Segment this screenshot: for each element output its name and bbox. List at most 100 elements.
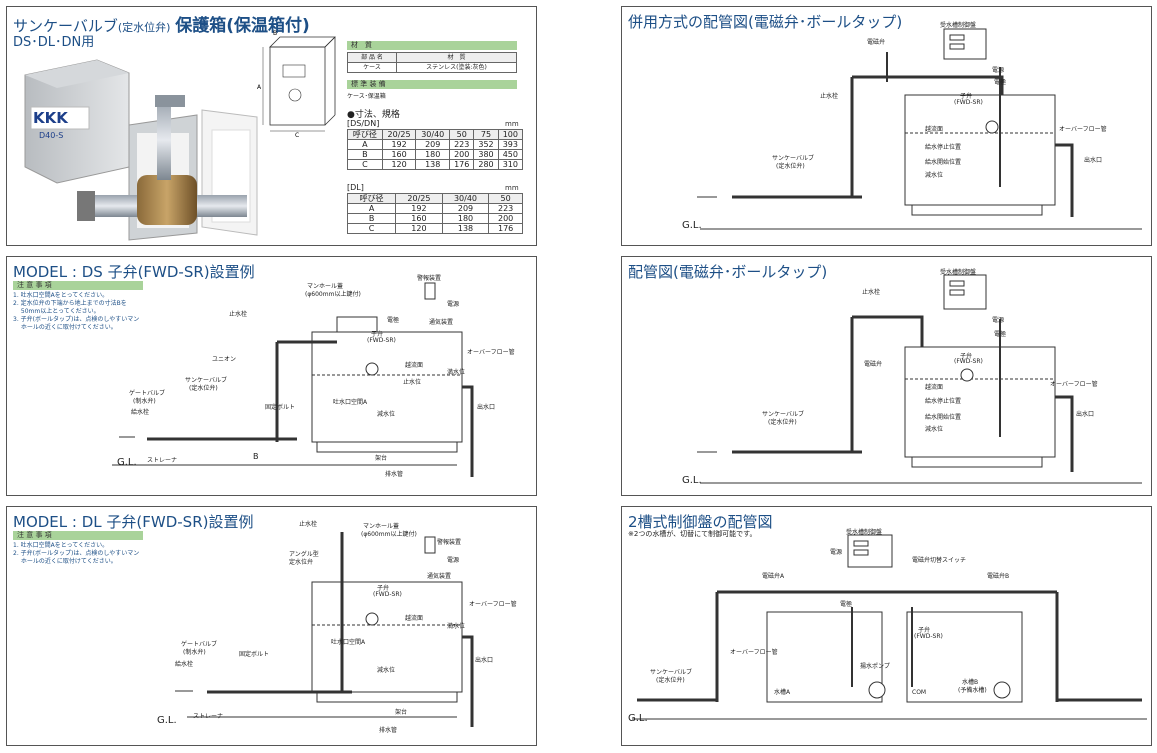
p6-label: (予備水槽): [958, 687, 987, 694]
p2-label-outlet: 出水口: [1084, 157, 1103, 164]
p4-label: サンケーバルブ: [762, 411, 804, 418]
ds-cell: 30/40: [415, 129, 451, 140]
p4-label: 電極: [994, 331, 1007, 338]
p5-label: 吐水口空間A: [331, 639, 366, 646]
panel4-title: 配管図(電磁弁･ボールタップ): [628, 263, 828, 281]
p3-label: 電極: [387, 317, 400, 324]
panel5-title: MODEL : DL 子弁(FWD-SR)設置例: [13, 513, 254, 531]
p3-label: 架台: [375, 455, 388, 462]
dl-cell: C: [346, 223, 397, 234]
p3-label: B: [253, 452, 259, 461]
panel3-title: MODEL : DS 子弁(FWD-SR)設置例: [13, 263, 255, 281]
p3-label: 固定ボルト: [265, 404, 296, 411]
dl-cell: 呼び径: [346, 193, 397, 204]
p2-label-overflow-pipe: オーバーフロー管: [1059, 126, 1107, 133]
p3-label: 越流面: [405, 362, 424, 369]
p2-label-fwd: (FWD-SR): [954, 99, 983, 106]
p3-label: ゲートバルブ: [129, 390, 166, 397]
p2-label-gl: G.L.: [682, 220, 702, 231]
p6-label: 電磁弁B: [987, 573, 1010, 580]
ds-cell: 280: [473, 159, 499, 170]
p2-label-stop-level: 給水停止位置: [925, 144, 962, 151]
ds-cell: 223: [449, 139, 475, 150]
panel-piping: 配管図(電磁弁･ボールタップ) 受水槽制御盤 止水栓 電源 電極 電磁弁 子弁 …: [621, 256, 1152, 496]
dimension-title: ●寸法、規格: [347, 110, 400, 120]
p3-label: 減水位: [377, 411, 396, 418]
p3-label: サンケーバルブ: [185, 377, 227, 384]
panel1-subtitle: DS･DL･DN用: [13, 35, 95, 50]
dl-cell: 180: [441, 213, 490, 224]
p6-label: 水槽A: [774, 689, 791, 696]
p6-label: 電源: [830, 549, 843, 556]
title-part-b: (定水位弁): [117, 21, 171, 34]
p4-label: (定水位弁): [768, 419, 797, 426]
p5-label: 電源: [447, 557, 460, 564]
p5-note: ホールの近くに取付けてください。: [13, 558, 117, 565]
p4-label: 電磁弁: [864, 361, 883, 368]
dl-cell: 176: [488, 223, 523, 234]
panel-two-tank: 2槽式制御盤の配管図 ※2つの水槽が、切替にて制御可能です。 受水槽制御盤 電源…: [621, 506, 1152, 746]
panel2-title: 併用方式の配管図(電磁弁･ボールタップ): [628, 13, 903, 31]
ds-cell: 380: [473, 149, 499, 160]
p5-label: マンホール蓋: [363, 523, 400, 530]
p3-label: 止水位: [403, 379, 422, 386]
box-model: D40-S: [39, 131, 63, 140]
p5-notes-bar: 注 意 事 項: [13, 531, 143, 540]
p3-notes-bar: 注 意 事 項: [13, 281, 143, 290]
p3-note: 1. 吐水口空間Aをとってください。: [13, 292, 109, 299]
material-bar: 材 質: [347, 41, 517, 50]
ds-cell: A: [347, 139, 383, 150]
p4-label: 給水開始位置: [925, 414, 962, 421]
dl-label: [DL]: [347, 183, 364, 192]
panel-protection-box: サンケーバルブ(定水位弁) 保護箱(保温箱付) DS･DL･DN用 KKK D4…: [6, 6, 537, 246]
p3-label: 給水栓: [131, 409, 150, 416]
p5-label: オーバーフロー管: [469, 601, 517, 608]
panel-combined-piping: 併用方式の配管図(電磁弁･ボールタップ) 電磁弁 受水槽制御盤 電源 電極 止水…: [621, 6, 1152, 246]
ds-cell: 450: [497, 149, 524, 160]
dl-cell: 120: [395, 223, 443, 234]
p6-label: 水槽B: [962, 679, 979, 686]
ds-unit: mm: [505, 120, 519, 128]
ds-label: [DS/DN]: [347, 119, 380, 128]
p6-label: 電極: [840, 601, 853, 608]
p3-label: 出水口: [477, 404, 496, 411]
dl-cell: 223: [488, 203, 523, 214]
material-head-material: 材 質: [395, 52, 518, 63]
panel-ds-model: MODEL : DS 子弁(FWD-SR)設置例 注 意 事 項 1. 吐水口空…: [6, 256, 537, 496]
ds-cell: B: [347, 149, 383, 160]
ds-cell: 192: [381, 139, 417, 150]
p3-label: 排水管: [385, 471, 404, 478]
p4-label: 給水停止位置: [925, 398, 962, 405]
ds-cell: 120: [381, 159, 417, 170]
p4-label: 受水槽制御盤: [940, 269, 977, 276]
equipment-text: ケース･保温箱: [347, 93, 386, 100]
panel6-title: 2槽式制御盤の配管図: [628, 513, 773, 531]
p5-label: 子弁: [377, 585, 390, 592]
p3-label: ストレーナ: [147, 457, 178, 464]
p5-label: 架台: [395, 709, 408, 716]
p5-label: 定水位弁: [289, 559, 314, 566]
ds-installation-diagram: [112, 282, 474, 477]
p6-label: 電磁弁A: [762, 573, 785, 580]
protection-box-photo: KKK D40-S: [24, 59, 258, 241]
p4-label: 越流面: [925, 384, 944, 391]
p3-label: マンホール蓋: [307, 283, 344, 290]
p3-note: ホールの近くに取付けてください。: [13, 324, 117, 331]
p6-label: (FWD-SR): [914, 633, 943, 640]
p6-label: 揚水ポンプ: [860, 663, 890, 670]
panel1-title: サンケーバルブ(定水位弁) 保護箱(保温箱付): [13, 11, 310, 36]
p6-label: 受水槽制御盤: [846, 529, 883, 536]
p6-label: 電磁弁切替スイッチ: [912, 557, 967, 564]
ds-cell: 200: [449, 149, 475, 160]
p4-label: 出水口: [1076, 411, 1095, 418]
p3-note: 50mm以上とってください。: [13, 308, 100, 315]
dl-cell: 192: [395, 203, 443, 214]
p2-label-sanke-valve: サンケーバルブ: [772, 155, 814, 162]
p3-label: (φ600mm以上鍵付): [305, 291, 361, 298]
p4-label: オーバーフロー管: [1050, 381, 1098, 388]
p5-notes: 1. 吐水口空間Aをとってください。 2. 子弁(ボールタップ)は、点検のしやす…: [13, 542, 139, 566]
equipment-bar: 標 準 装 備: [347, 80, 517, 89]
p5-note: 2. 子弁(ボールタップ)は、点検のしやすいマン: [13, 550, 140, 557]
